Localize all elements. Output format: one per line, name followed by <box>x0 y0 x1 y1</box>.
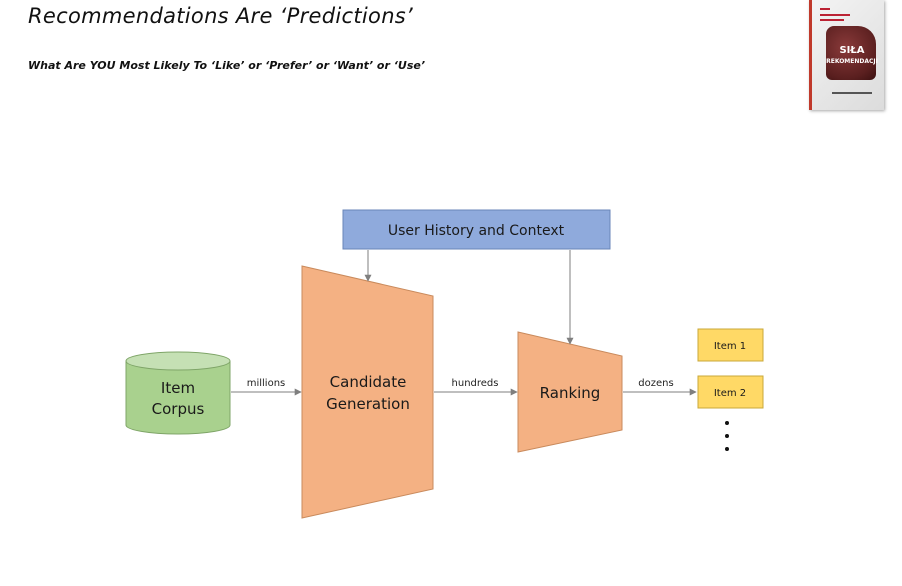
slide-subtitle: What Are YOU Most Likely To ‘Like’ or ‘P… <box>28 59 426 72</box>
item-box-1 <box>697 328 764 362</box>
item-box-2 <box>697 375 764 409</box>
slide-title: Recommendations Are ‘Predictions’ <box>28 4 414 28</box>
edge-label-millions: millions <box>247 378 286 389</box>
book-decoration <box>820 19 844 21</box>
book-decoration <box>820 14 850 16</box>
ellipsis-dot <box>725 434 729 438</box>
context-box <box>342 209 611 250</box>
item-box-2-label: Item 2 <box>714 388 746 399</box>
edge-label-hundreds: hundreds <box>452 378 499 389</box>
candidate-label-line1: Candidate <box>330 373 407 391</box>
candidate-label-line2: Generation <box>326 395 410 413</box>
book-author-line <box>832 92 872 94</box>
book-title: SIŁA <box>839 45 865 56</box>
ranking-label: Ranking <box>540 384 601 402</box>
item-box-1-label: Item 1 <box>714 341 746 352</box>
corpus-label-line1: Item <box>161 379 195 397</box>
book-decoration <box>820 8 830 10</box>
corpus-label-line2: Corpus <box>152 400 205 418</box>
ellipsis-dot <box>725 421 729 425</box>
context-box-label: User History and Context <box>388 223 565 239</box>
candidate-generation-stage <box>301 265 434 519</box>
ellipsis-dot <box>725 447 729 451</box>
item-corpus-cylinder <box>125 351 231 435</box>
book-subtitle: REKOMENDACJI <box>826 58 878 65</box>
edge-label-dozens: dozens <box>638 378 673 389</box>
book-cover-image: SIŁA REKOMENDACJI <box>809 0 884 110</box>
thumbs-up-icon <box>826 26 876 80</box>
ranking-stage <box>517 331 623 453</box>
